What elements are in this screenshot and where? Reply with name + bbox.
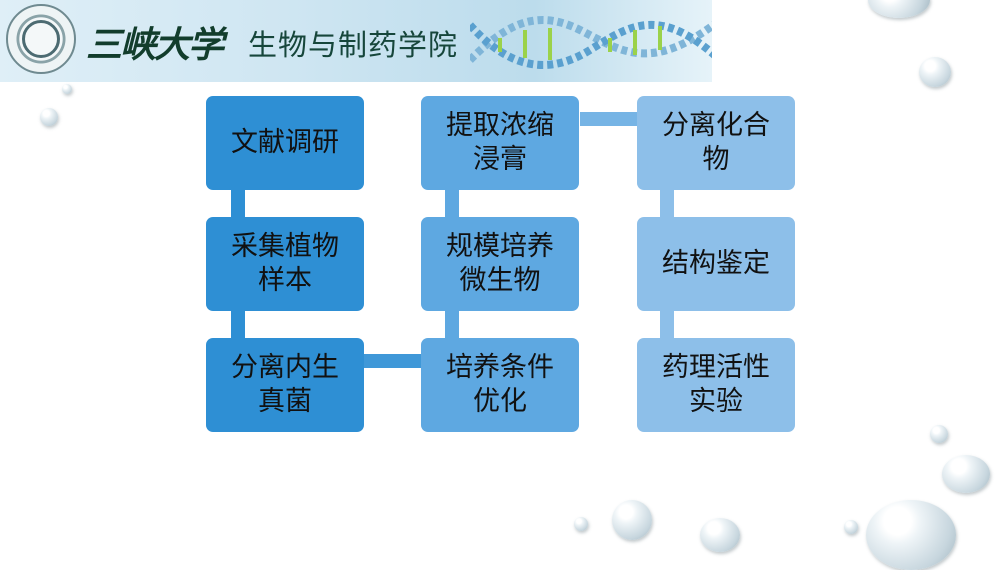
water-drop xyxy=(942,455,990,493)
step-pharmacology-experiment: 药理活性实验 xyxy=(637,338,795,432)
water-drop xyxy=(930,425,948,443)
water-drop xyxy=(40,108,58,126)
college-name: 生物与制药学院 xyxy=(248,28,459,62)
water-drop xyxy=(574,517,588,531)
step-structure-identification: 结构鉴定 xyxy=(637,217,795,311)
water-drop xyxy=(919,57,951,87)
connector xyxy=(231,190,245,217)
dna-helix-graphic xyxy=(470,16,712,69)
connector xyxy=(231,311,245,338)
step-isolate-compounds: 分离化合物 xyxy=(637,96,795,190)
step-extract-concentrate: 提取浓缩浸膏 xyxy=(421,96,579,190)
step-scale-culture: 规模培养微生物 xyxy=(421,217,579,311)
step-optimize-culture: 培养条件优化 xyxy=(421,338,579,432)
connector xyxy=(445,190,459,217)
university-name: 三峡大学 xyxy=(86,24,224,66)
water-drop xyxy=(866,500,956,570)
water-drop xyxy=(844,520,858,534)
connector xyxy=(580,112,637,126)
water-drop xyxy=(700,518,740,552)
connector xyxy=(364,354,421,368)
water-drop xyxy=(62,84,72,94)
step-collect-plant-samples: 采集植物样本 xyxy=(206,217,364,311)
connector xyxy=(660,190,674,217)
step-literature-research: 文献调研 xyxy=(206,96,364,190)
connector xyxy=(445,311,459,338)
university-logo xyxy=(6,4,76,74)
header-banner: 三峡大学 生物与制药学院 xyxy=(0,0,712,82)
step-isolate-endophytic-fungi: 分离内生真菌 xyxy=(206,338,364,432)
water-drop xyxy=(868,0,930,18)
connector xyxy=(660,311,674,338)
water-drop xyxy=(612,500,652,540)
